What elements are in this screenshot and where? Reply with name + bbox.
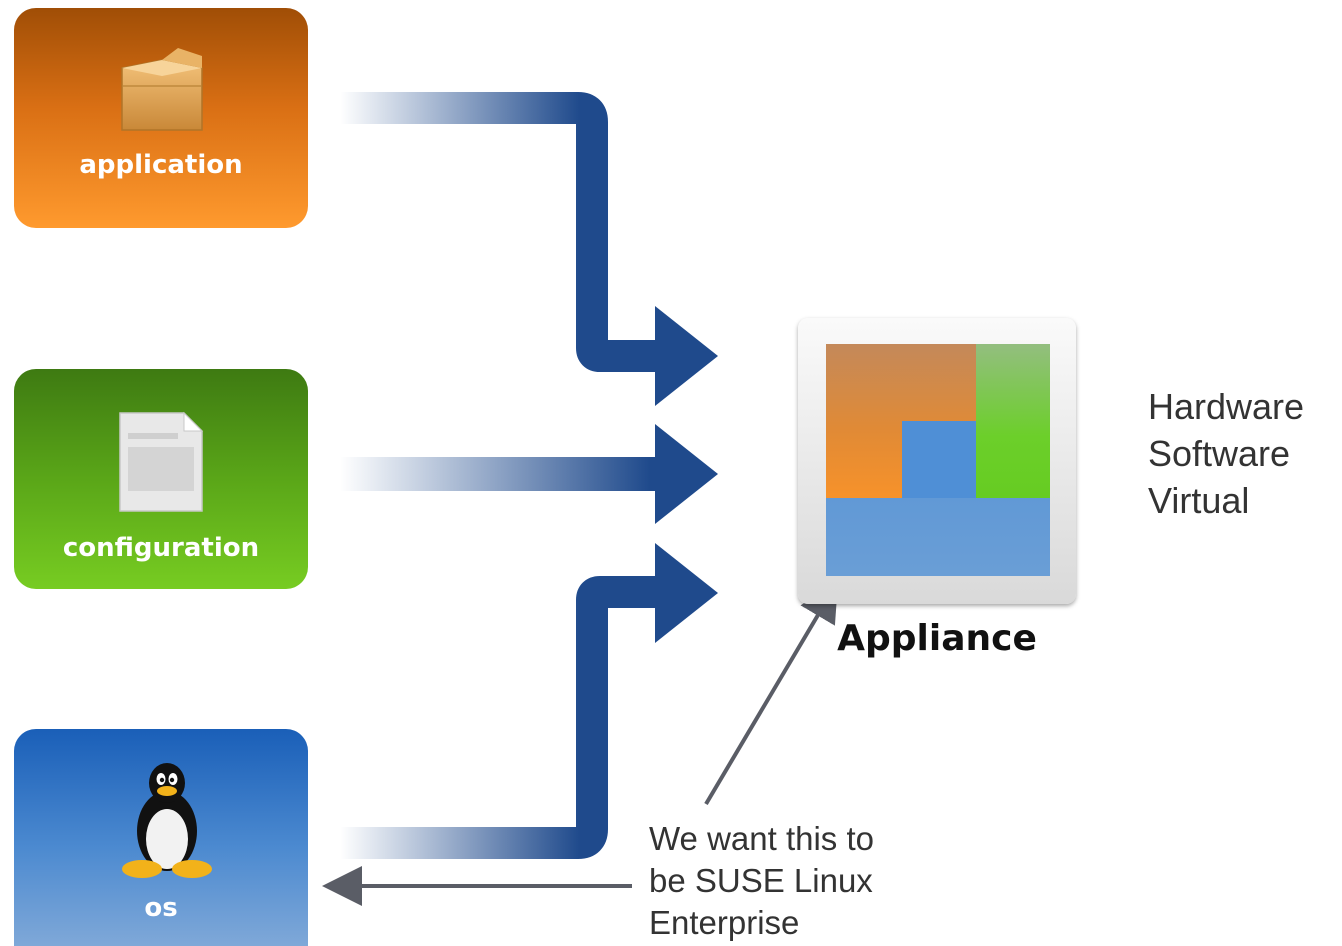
application-label: application [79, 150, 243, 180]
note-line: We want this to [649, 820, 874, 857]
document-icon [119, 411, 204, 512]
configuration-box: configuration [14, 369, 308, 589]
configuration-flow-arrow [340, 424, 718, 524]
cardboard-box-icon [121, 48, 203, 131]
type-virtual: Virtual [1148, 480, 1250, 521]
appliance-icon [798, 318, 1076, 604]
note-pointer-arrow [704, 581, 839, 806]
os-flow-arrow [340, 543, 718, 859]
note-line: be SUSE Linux [649, 862, 873, 899]
appliance-label: Appliance [837, 618, 1037, 659]
suse-note: We want this to be SUSE Linux Enterprise [649, 818, 874, 944]
tux-penguin-icon [122, 763, 212, 878]
os-label: os [144, 893, 178, 923]
note-line: Enterprise [649, 904, 800, 941]
application-flow-arrow [340, 92, 718, 406]
configuration-label: configuration [62, 533, 260, 563]
os-box: os [14, 729, 308, 946]
type-hardware: Hardware [1148, 386, 1305, 427]
type-software: Software [1148, 433, 1291, 474]
appliance-types-list: Hardware Software Virtual [1148, 383, 1304, 524]
application-box: application [14, 8, 308, 228]
